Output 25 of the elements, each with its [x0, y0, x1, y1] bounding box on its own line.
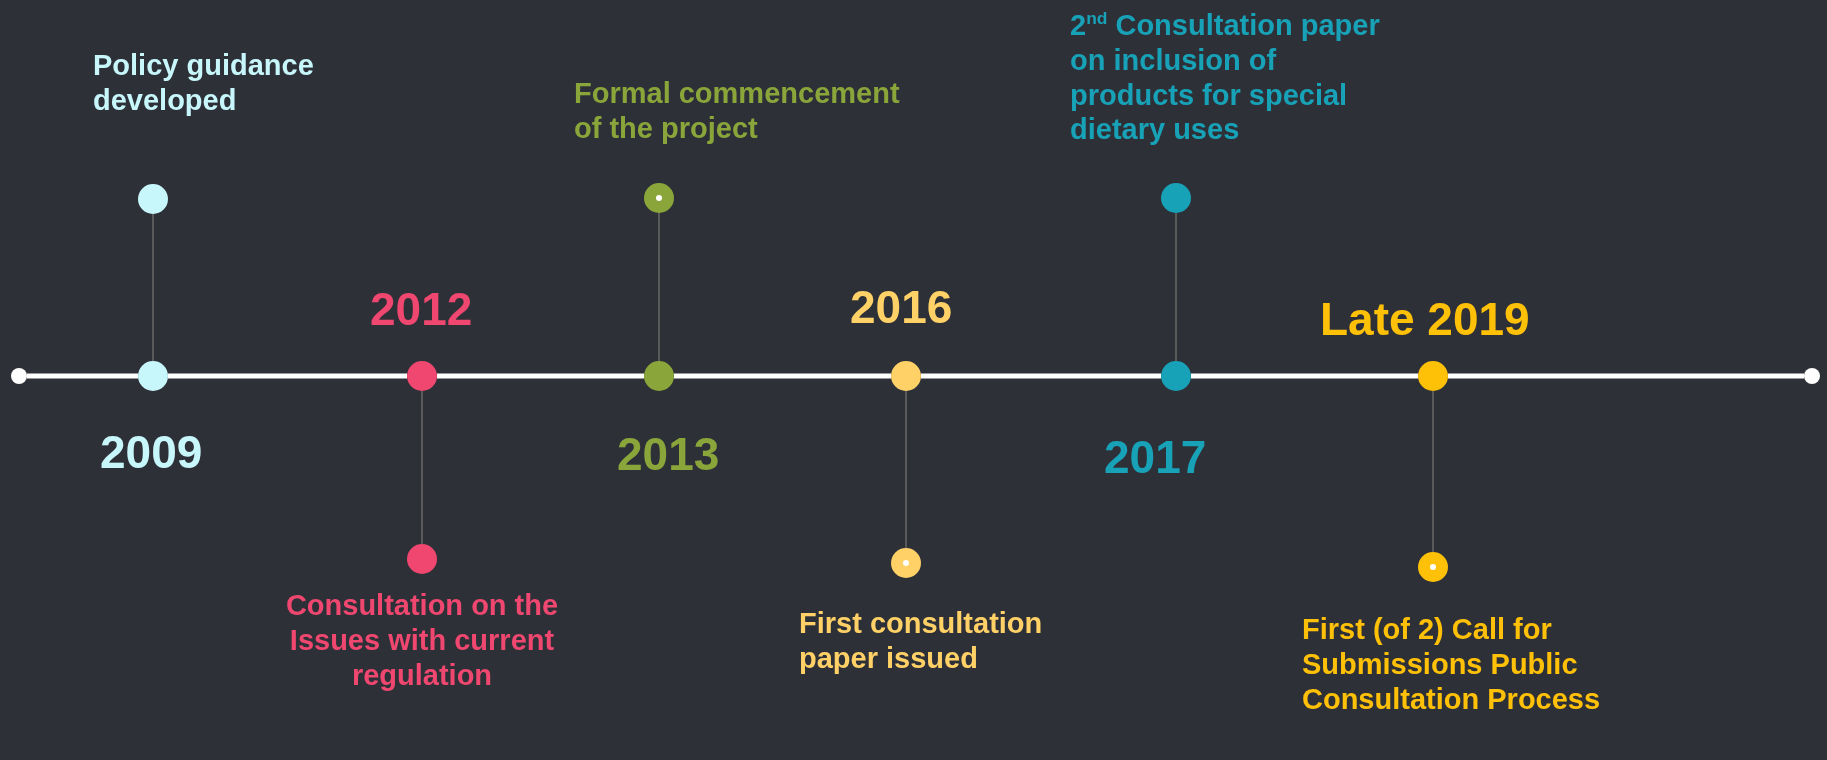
year-label: 2017	[1104, 430, 1207, 485]
leader-line	[421, 390, 423, 545]
year-label: Late 2019	[1320, 292, 1530, 347]
year-label: 2013	[617, 427, 720, 482]
event-description: Formal commencement of the project	[574, 76, 901, 146]
timeline-line	[921, 373, 1161, 379]
timeline-line	[1191, 373, 1418, 379]
leader-line	[1432, 390, 1434, 553]
year-label: 2012	[370, 282, 473, 337]
leader-line	[658, 212, 660, 362]
timeline-line	[437, 373, 644, 379]
timeline-line	[674, 373, 891, 379]
year-label: 2016	[850, 280, 953, 335]
timeline-line	[27, 373, 138, 379]
leader-line	[905, 390, 907, 549]
event-description: Consultation on the Issues with current regulation	[284, 588, 560, 693]
timeline-line	[168, 373, 407, 379]
event-description: First consultation paper issued	[799, 606, 1044, 676]
year-label: 2009	[100, 425, 203, 480]
leader-line	[1175, 212, 1177, 362]
leader-line	[152, 213, 154, 362]
event-description: First (of 2) Call for Submissions Public Consultation Process	[1302, 612, 1602, 717]
event-description: 2$^{nd}$ Consultation paper on inclusion of products for special dietary uses	[1070, 8, 1380, 148]
event-description: Policy guidance developed	[93, 48, 315, 118]
timeline-line	[1448, 373, 1804, 379]
